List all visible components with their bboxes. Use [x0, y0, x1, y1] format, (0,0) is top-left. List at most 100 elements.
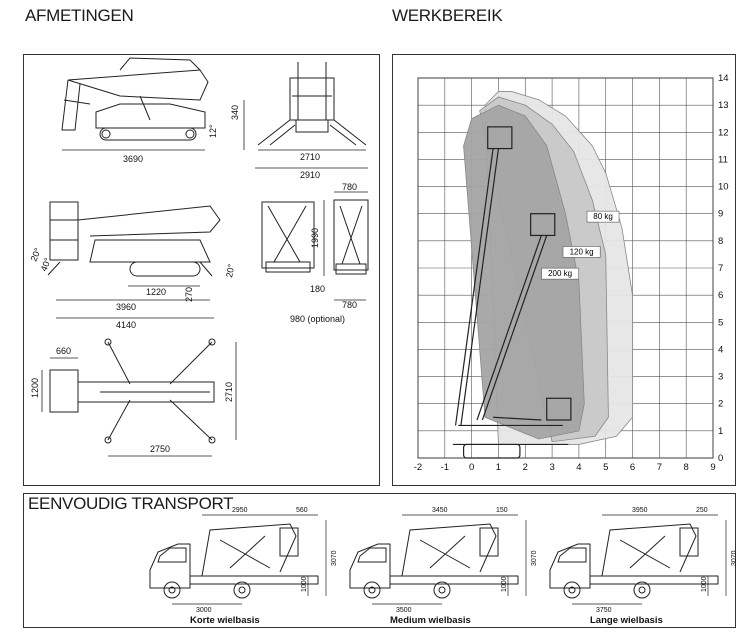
- x-tick-label: 4: [576, 462, 581, 473]
- track-base: [462, 443, 521, 459]
- series-label-box: [586, 210, 620, 223]
- x-tick-label: 8: [684, 462, 689, 473]
- rear-wheel: [233, 581, 251, 599]
- truck-dim-bed: 1000: [501, 576, 508, 592]
- boom-segment: [476, 235, 542, 421]
- boom-segment: [460, 148, 500, 426]
- boom-segment: [454, 148, 494, 426]
- lift-basket: [479, 527, 499, 557]
- truck-dim-wheelbase: 3500: [396, 607, 412, 614]
- truck-cab: [349, 543, 391, 589]
- lift-basket: [279, 527, 299, 557]
- y-tick-label: 10: [718, 182, 729, 193]
- truck-dim-top-a: 3950: [632, 507, 648, 514]
- dim-1200: 1200: [30, 378, 40, 398]
- x-tick-label: 6: [630, 462, 635, 473]
- y-tick-label: 1: [718, 426, 723, 437]
- truck-dim-top-a: 2950: [232, 507, 248, 514]
- dim-angle-40-left: 40°: [39, 256, 54, 273]
- y-tick-label: 5: [718, 317, 723, 328]
- y-tick-label: 7: [718, 263, 723, 274]
- truck-window: [157, 547, 187, 563]
- lift-on-bed: [401, 523, 497, 577]
- front-view-outriggers: [257, 62, 367, 146]
- top-view: [49, 338, 216, 444]
- basket-low: [546, 397, 572, 421]
- dim-980-optional: 980 (optional): [290, 314, 345, 324]
- y-tick-label: 6: [718, 290, 723, 301]
- machine-silhouette: [452, 126, 572, 459]
- x-tick-label: -1: [441, 462, 449, 473]
- dim-1220: 1220: [146, 287, 166, 297]
- rear-wheel: [433, 581, 451, 599]
- truck-dim-top-b: 150: [496, 507, 508, 514]
- y-tick-label: 12: [718, 127, 729, 138]
- transport-panel: [23, 493, 736, 628]
- truck-dim-top-b: 560: [296, 507, 308, 514]
- series-label: 80 kg: [593, 212, 613, 221]
- series-label: 120 kg: [570, 247, 594, 256]
- dim-3960: 3960: [116, 302, 136, 312]
- y-tick-label: 9: [718, 209, 723, 220]
- dim-1990: 1990: [310, 228, 320, 248]
- x-tick-label: 9: [710, 462, 715, 473]
- truck-dim-height: 3070: [331, 550, 338, 566]
- truck-dim-height: 3070: [531, 550, 538, 566]
- front-wheel: [563, 581, 581, 599]
- dim-4140: 4140: [116, 320, 136, 330]
- truck-window: [557, 547, 587, 563]
- x-tick-label: 5: [603, 462, 608, 473]
- basket-mid: [530, 213, 556, 237]
- truck-caption: Lange wielbasis: [590, 615, 663, 626]
- front-view-stowed: [261, 199, 369, 275]
- y-tick-label: 13: [718, 100, 729, 111]
- truck-cab: [549, 543, 591, 589]
- lift-on-bed: [601, 523, 697, 577]
- truck-caption: Medium wielbasis: [390, 615, 471, 626]
- lift-on-bed: [201, 523, 297, 577]
- y-tick-label: 8: [718, 236, 723, 247]
- dim-angle-20-left: 20°: [29, 246, 44, 263]
- dim-340: 340: [230, 105, 240, 120]
- x-tick-label: 7: [657, 462, 662, 473]
- series-label-box: [541, 267, 580, 280]
- truck-dim-wheelbase: 3000: [196, 607, 212, 614]
- heading-dimensions: AFMETINGEN: [25, 6, 134, 25]
- truck-3: [549, 523, 719, 599]
- dim-780-top: 780: [342, 182, 357, 192]
- heading-work-range: WERKBEREIK: [392, 6, 503, 25]
- boom-segment: [481, 235, 548, 421]
- truck-bed: [189, 575, 319, 585]
- truck-bed: [389, 575, 519, 585]
- truck-dim-bed: 1000: [701, 576, 708, 592]
- lift-basket: [679, 527, 699, 557]
- work-range-panel: [392, 54, 736, 486]
- y-tick-label: 11: [718, 154, 728, 165]
- x-tick-label: 0: [469, 462, 474, 473]
- dim-660: 660: [56, 346, 71, 356]
- dim-2750: 2750: [150, 444, 170, 454]
- truck-bed: [589, 575, 719, 585]
- front-wheel: [163, 581, 181, 599]
- dimensions-panel: [23, 54, 380, 486]
- truck-window: [357, 547, 387, 563]
- x-tick-label: 1: [496, 462, 501, 473]
- truck-cab: [149, 543, 191, 589]
- y-tick-label: 0: [718, 453, 723, 464]
- y-tick-label: 2: [718, 399, 723, 410]
- heading-transport: EENVOUDIG TRANSPORT: [28, 494, 234, 513]
- dim-780-bottom: 780: [342, 300, 357, 310]
- boom-segment: [493, 416, 542, 421]
- truck-dim-top-a: 3450: [432, 507, 448, 514]
- truck-dim-height: 3070: [731, 550, 738, 566]
- dim-angle-20-right: 20°: [224, 263, 236, 279]
- dim-180: 180: [310, 284, 325, 294]
- dim-2910-front: 2910: [300, 170, 320, 180]
- side-view-folded: [61, 57, 209, 141]
- x-tick-label: -2: [414, 462, 422, 473]
- truck-1: [149, 523, 319, 599]
